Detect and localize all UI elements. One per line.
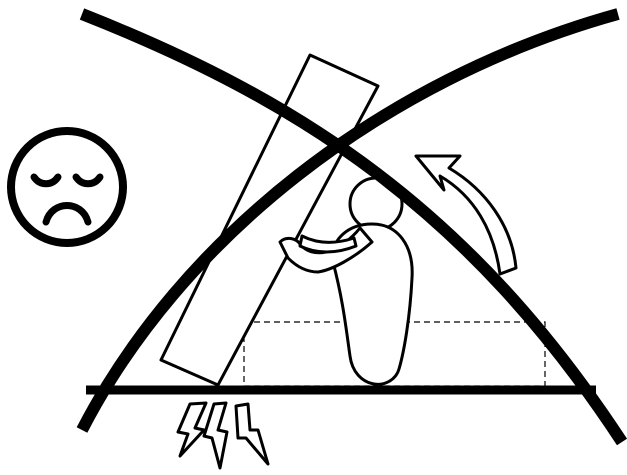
sad-face-left-eye xyxy=(30,173,62,188)
cross-out-icon xyxy=(79,8,627,446)
person-front-arm xyxy=(298,234,358,254)
sad-face-outline xyxy=(7,127,127,247)
sad-face-right-eye xyxy=(72,173,104,188)
curved-arrow-icon xyxy=(414,154,518,276)
lightning-bolt-icon xyxy=(234,402,270,466)
cross-out-icon xyxy=(76,8,620,433)
lightning-bolt-icon xyxy=(202,401,229,470)
person-torso xyxy=(331,222,414,386)
sad-face-icon xyxy=(7,127,127,247)
lightning-bolt-icon xyxy=(176,401,208,458)
sad-face-mouth xyxy=(42,202,92,226)
